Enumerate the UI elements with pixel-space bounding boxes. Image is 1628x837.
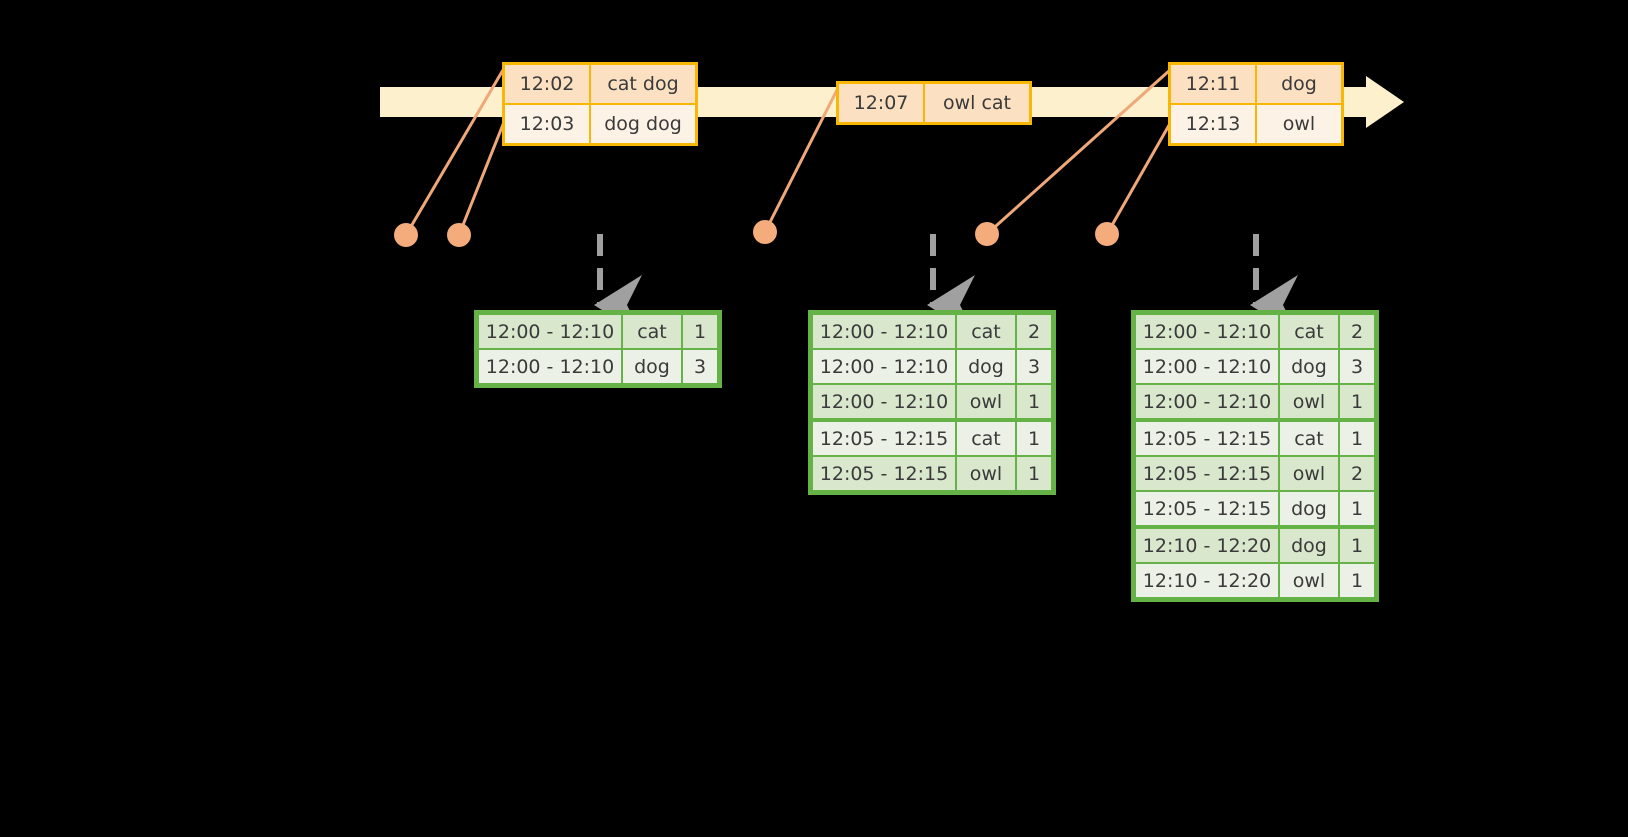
cell-window: 12:05 - 12:15 (1136, 422, 1278, 455)
cell-word: dog (1280, 350, 1338, 383)
event-words: owl cat (925, 84, 1029, 122)
event-words: cat dog (591, 65, 695, 103)
cell-window: 12:00 - 12:10 (1136, 350, 1278, 383)
cell-window: 12:00 - 12:10 (479, 315, 621, 348)
cell-word: dog (1280, 529, 1338, 562)
connector-dot-2 (447, 223, 471, 247)
cell-word: dog (623, 350, 681, 383)
timeline-event-box-1[interactable]: 12:02 cat dog 12:03 dog dog (502, 62, 698, 146)
connector-dot-4 (975, 222, 999, 246)
cell-count: 2 (1017, 315, 1051, 348)
connector-dots (394, 220, 1119, 247)
cell-count: 3 (1340, 350, 1374, 383)
connector-line-5 (1105, 119, 1174, 235)
event-row: 12:07 owl cat (839, 84, 1029, 122)
event-time: 12:07 (839, 84, 925, 122)
cell-window: 12:10 - 12:20 (1136, 564, 1278, 597)
cell-window: 12:05 - 12:15 (1136, 492, 1278, 525)
cell-word: dog (1280, 492, 1338, 525)
cell-window: 12:05 - 12:15 (813, 422, 955, 455)
cell-word: cat (957, 422, 1015, 455)
cell-count: 3 (683, 350, 717, 383)
cell-window: 12:00 - 12:10 (1136, 385, 1278, 418)
event-row: 12:03 dog dog (505, 103, 695, 143)
cell-window: 12:00 - 12:10 (479, 350, 621, 383)
event-time: 12:03 (505, 105, 591, 143)
cell-window: 12:00 - 12:10 (813, 385, 955, 418)
connector-dot-3 (753, 220, 777, 244)
event-words: dog (1257, 65, 1341, 103)
connector-dot-1 (394, 223, 418, 247)
cell-count: 2 (1340, 315, 1374, 348)
cell-count: 1 (1340, 492, 1374, 525)
connector-line-2 (457, 121, 506, 236)
cell-count: 1 (1340, 385, 1374, 418)
event-words: owl (1257, 105, 1341, 143)
event-time: 12:13 (1171, 105, 1257, 143)
cell-word: cat (1280, 315, 1338, 348)
dashed-arrows (594, 234, 1298, 335)
cell-word: cat (957, 315, 1015, 348)
cell-count: 1 (1017, 422, 1051, 455)
cell-word: cat (623, 315, 681, 348)
cell-word: owl (1280, 564, 1338, 597)
cell-window: 12:00 - 12:10 (1136, 315, 1278, 348)
cell-count: 1 (1340, 422, 1374, 455)
cell-word: owl (957, 457, 1015, 490)
cell-word: cat (1280, 422, 1338, 455)
cell-count: 2 (1340, 457, 1374, 490)
event-row: 12:11 dog (1171, 65, 1341, 103)
cell-count: 1 (1017, 457, 1051, 490)
timeline-event-box-2[interactable]: 12:07 owl cat (836, 81, 1032, 125)
cell-count: 1 (683, 315, 717, 348)
cell-count: 1 (1340, 564, 1374, 597)
event-time: 12:02 (505, 65, 591, 103)
cell-window: 12:00 - 12:10 (813, 350, 955, 383)
timeline-event-box-3[interactable]: 12:11 dog 12:13 owl (1168, 62, 1344, 146)
cell-count: 1 (1340, 529, 1374, 562)
cell-word: owl (1280, 385, 1338, 418)
cell-window: 12:05 - 12:15 (1136, 457, 1278, 490)
event-words: dog dog (591, 105, 695, 143)
event-row: 12:02 cat dog (505, 65, 695, 103)
cell-count: 1 (1017, 385, 1051, 418)
cell-window: 12:00 - 12:10 (813, 315, 955, 348)
timeline-arrowhead-icon (1366, 76, 1404, 128)
cell-word: owl (1280, 457, 1338, 490)
connector-dot-5 (1095, 222, 1119, 246)
cell-window: 12:05 - 12:15 (813, 457, 955, 490)
cell-word: dog (957, 350, 1015, 383)
cell-word: owl (957, 385, 1015, 418)
event-time: 12:11 (1171, 65, 1257, 103)
cell-window: 12:10 - 12:20 (1136, 529, 1278, 562)
cell-count: 3 (1017, 350, 1051, 383)
event-row: 12:13 owl (1171, 103, 1341, 143)
